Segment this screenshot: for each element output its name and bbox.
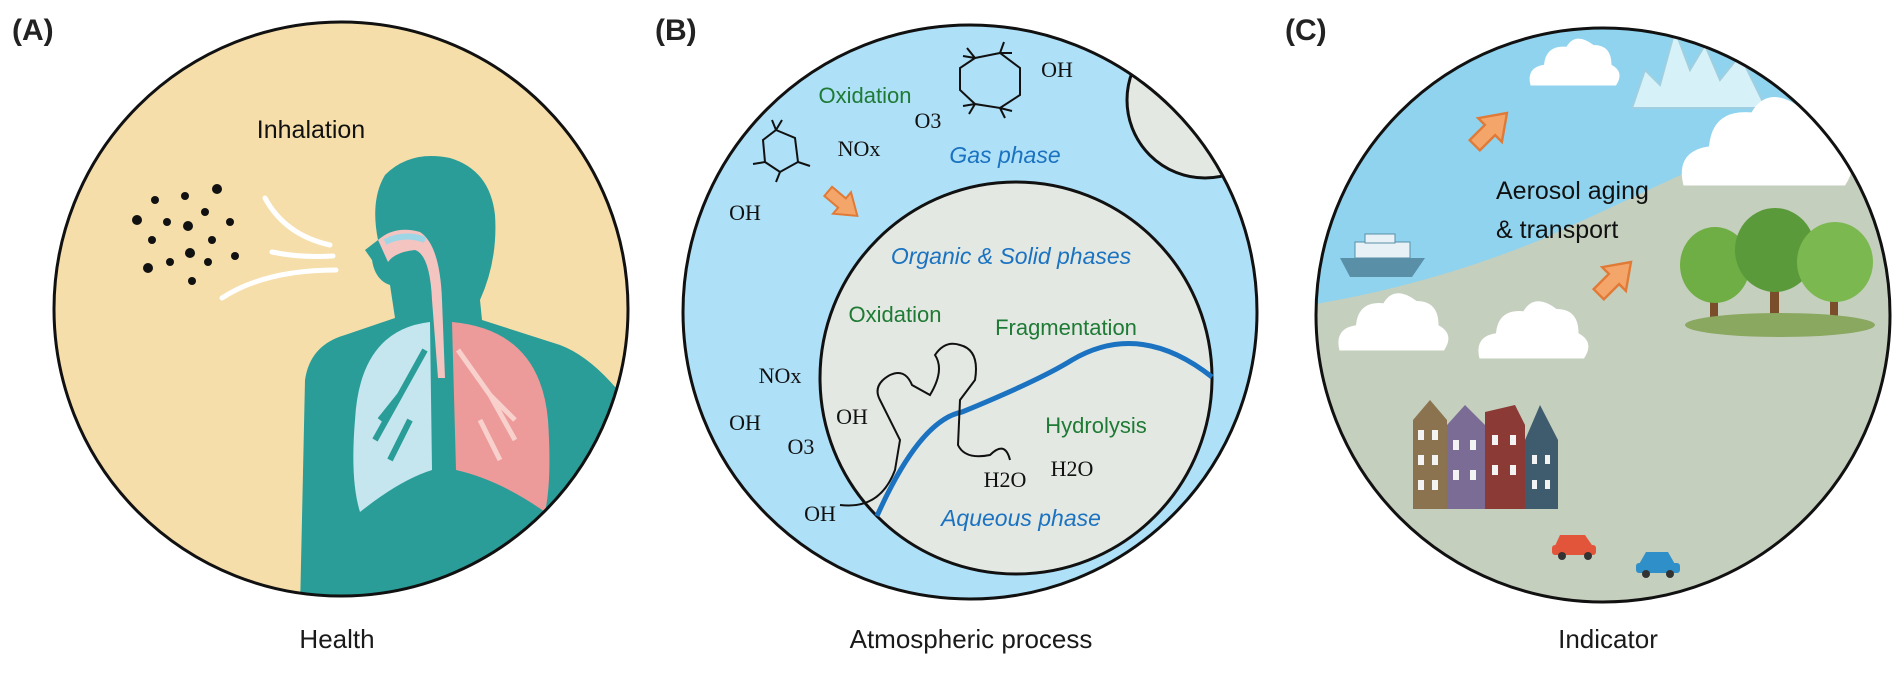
nox-gas: NOx (838, 136, 881, 161)
panel-c-indicator: Aerosol aging & transport (1314, 26, 1892, 604)
oxidation-gas: Oxidation (819, 83, 912, 108)
oh-lower: OH (729, 410, 761, 435)
iceberg-icon (1630, 28, 1768, 109)
particles (132, 184, 239, 285)
inhalation-text: Inhalation (257, 116, 365, 144)
airway (378, 229, 445, 378)
trees-icon (1680, 208, 1875, 337)
organic-solid-label: Organic & Solid phases (891, 243, 1132, 269)
panel-a-health: Inhalation (52, 20, 630, 598)
oh-gas-top: OH (1041, 57, 1073, 82)
car-orange-icon (1552, 535, 1596, 560)
houses-icon (1413, 400, 1558, 509)
oxidation-particle: Oxidation (849, 302, 942, 327)
nasal-passage (383, 233, 427, 245)
fragmentation-label: Fragmentation (995, 315, 1137, 340)
panel-a-label: (A) (12, 14, 54, 47)
hydrolysis-label: Hydrolysis (1045, 413, 1146, 438)
particle (818, 180, 1214, 576)
oh-bottom: OH (804, 501, 836, 526)
gas-phase-label: Gas phase (949, 142, 1060, 168)
panel-b-label: (B) (655, 14, 697, 47)
small-particle (1125, 25, 1257, 180)
o3-gas: O3 (915, 108, 942, 133)
siloxane-ring-small (752, 119, 811, 183)
aerosol-aging-text: Aerosol aging (1496, 177, 1649, 205)
car-blue-icon (1636, 552, 1680, 578)
oh-gas-left: OH (729, 200, 761, 225)
panel-b-atmospheric: Oxidation O3 OH NOx Gas phase OH Organic… (681, 23, 1259, 601)
panel-b-caption: Atmospheric process (850, 624, 1093, 654)
ship-icon (1340, 233, 1425, 277)
h2o-2: H2O (1051, 456, 1094, 481)
transport-text: & transport (1496, 216, 1618, 244)
siloxane-chain (839, 342, 1011, 507)
o3-lower: O3 (788, 434, 815, 459)
panel-a-caption: Health (299, 624, 374, 654)
h2o-1: H2O (984, 467, 1027, 492)
breath-lines (219, 195, 339, 301)
nox-lower: NOx (759, 363, 802, 388)
panel-c-caption: Indicator (1558, 624, 1658, 654)
aqueous-phase-label: Aqueous phase (939, 505, 1101, 531)
aqueous-boundary (874, 341, 1214, 518)
siloxane-ring-large (959, 41, 1021, 119)
oh-particle: OH (836, 404, 868, 429)
panel-c-label: (C) (1285, 14, 1327, 47)
